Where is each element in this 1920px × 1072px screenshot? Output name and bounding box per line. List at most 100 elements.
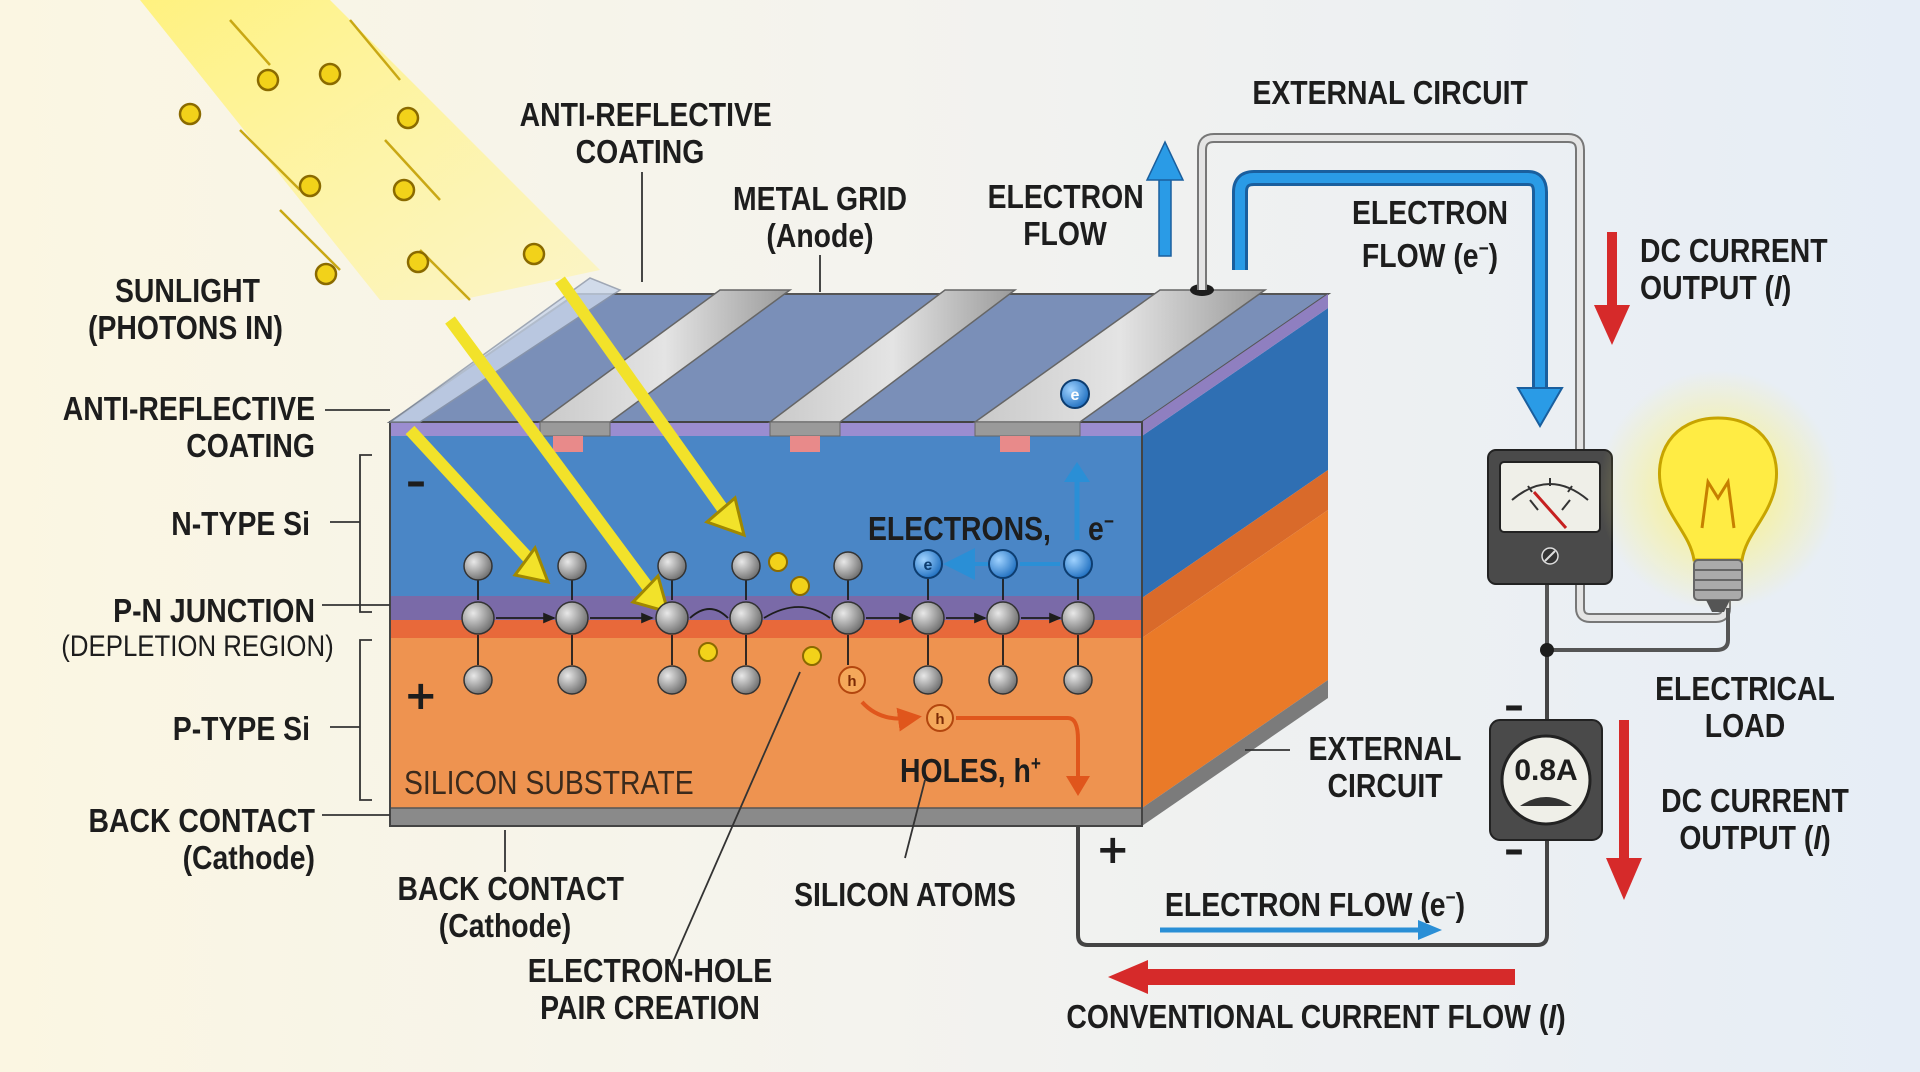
hole <box>926 704 954 732</box>
electron-label: e <box>924 557 933 574</box>
silicon-atom <box>731 551 761 581</box>
silicon-atom <box>831 601 865 635</box>
dc-current-arrow-top <box>1594 232 1630 345</box>
external-circuit-top-label: EXTERNAL CIRCUIT <box>1252 74 1528 111</box>
photon-arrows <box>405 276 747 615</box>
silicon-atom <box>655 601 689 635</box>
electron <box>913 549 943 579</box>
surface-electron <box>1060 379 1090 409</box>
silicon-atom <box>657 665 687 695</box>
grid-bar <box>537 289 793 452</box>
metal-grid <box>537 289 1268 452</box>
free-electron <box>802 646 822 666</box>
electron-flow-wire-arrow <box>1232 170 1564 428</box>
silicon-atom <box>988 665 1018 695</box>
grid-bar <box>972 289 1268 452</box>
dc-current-bottom-label: DC CURRENT OUTPUT (I) <box>1661 782 1849 856</box>
cell-side-face <box>1142 294 1328 826</box>
silicon-atom <box>463 665 493 695</box>
photon <box>298 174 322 198</box>
photon <box>392 178 416 202</box>
photon <box>522 242 546 266</box>
photon <box>178 102 202 126</box>
dc-current-top-label: DC CURRENT OUTPUT (I) <box>1640 232 1828 306</box>
silicon-atom <box>557 551 587 581</box>
light-bulb <box>1598 370 1838 612</box>
back-contact-layer <box>389 807 1143 827</box>
electrons-label: ELECTRONS, e− <box>868 510 1114 547</box>
sunlight-beam <box>140 0 600 300</box>
grid-bar <box>767 289 1018 452</box>
pn-junction-label: P-N JUNCTION <box>113 592 315 629</box>
silicon-atom <box>657 551 687 581</box>
photon-arrow <box>405 425 535 565</box>
photon <box>318 62 342 86</box>
electron-flow-bottom-arrow <box>1160 920 1442 940</box>
free-electron <box>790 576 810 596</box>
electron-flow-up-arrow <box>1145 140 1185 257</box>
silicon-atom <box>461 601 495 635</box>
sunlight-label: SUNLIGHT(PHOTONS IN) <box>88 272 283 346</box>
external-circuit-wires <box>1076 133 1731 947</box>
electron-flow-e-label: ELECTRON FLOW (e−) <box>1351 194 1509 274</box>
electron <box>988 549 1018 579</box>
n-type-layer <box>390 436 1142 606</box>
surface-electron-label: e <box>1071 387 1080 404</box>
silicon-atom <box>557 665 587 695</box>
ammeter-minus: – <box>1504 827 1524 873</box>
n-type-label: N-TYPE Si <box>171 505 310 542</box>
p-type-label: P-TYPE Si <box>172 710 310 747</box>
photon-arrow <box>445 316 655 594</box>
silicon-atom <box>913 665 943 695</box>
photon <box>314 262 338 286</box>
photon-arrow <box>555 276 730 516</box>
wire-junction <box>1540 643 1554 657</box>
silicon-atom <box>1063 665 1093 695</box>
load-minus: – <box>1504 683 1524 729</box>
conventional-current-arrow <box>1108 960 1515 994</box>
silicon-substrate-label: SILICON SUBSTRATE <box>404 764 694 801</box>
electron-flow-bottom-label: ELECTRON FLOW (e−) <box>1164 886 1466 923</box>
back-contact-left-label: BACK CONTACT(Cathode) <box>88 802 315 876</box>
arc-glass-plate <box>387 277 622 423</box>
p-type-plus: + <box>404 673 438 719</box>
back-contact-bottom-label: BACK CONTACT(Cathode) <box>397 870 624 944</box>
photon <box>396 106 420 130</box>
holes: h h <box>838 666 1090 796</box>
hole-label: h <box>935 711 944 728</box>
silicon-atoms-label: SILICON ATOMS <box>794 876 1016 913</box>
silicon-atom <box>729 601 763 635</box>
silicon-atom <box>911 601 945 635</box>
silicon-atom <box>986 601 1020 635</box>
electron-up-arrow <box>1064 462 1090 540</box>
leader-lines <box>322 172 1290 965</box>
silicon-atom <box>1061 601 1095 635</box>
silicon-atom <box>833 551 863 581</box>
junction-orange-band <box>390 620 1142 638</box>
ammeter-reading: 0.8A <box>1514 754 1577 787</box>
free-electrons <box>698 552 822 666</box>
dc-current-arrow-bottom <box>1606 720 1642 900</box>
electron-migration: e <box>913 548 1093 580</box>
holes-label: HOLES, h+ <box>900 752 1041 789</box>
photon <box>256 68 280 92</box>
silicon-atom <box>555 601 589 635</box>
silicon-atom <box>463 551 493 581</box>
p-type-layer <box>390 638 1142 808</box>
photon <box>406 250 430 274</box>
conventional-current-label: CONVENTIONAL CURRENT FLOW (I) <box>1066 998 1566 1035</box>
ammeter <box>1489 719 1603 841</box>
silicon-atoms <box>461 551 1095 695</box>
hole-label: h <box>847 673 856 690</box>
free-electron <box>698 642 718 662</box>
n-type-minus: – <box>406 459 426 505</box>
voltmeter <box>1487 449 1613 585</box>
electron <box>1063 549 1093 579</box>
metal-grid-label: METAL GRID(Anode) <box>733 180 907 254</box>
